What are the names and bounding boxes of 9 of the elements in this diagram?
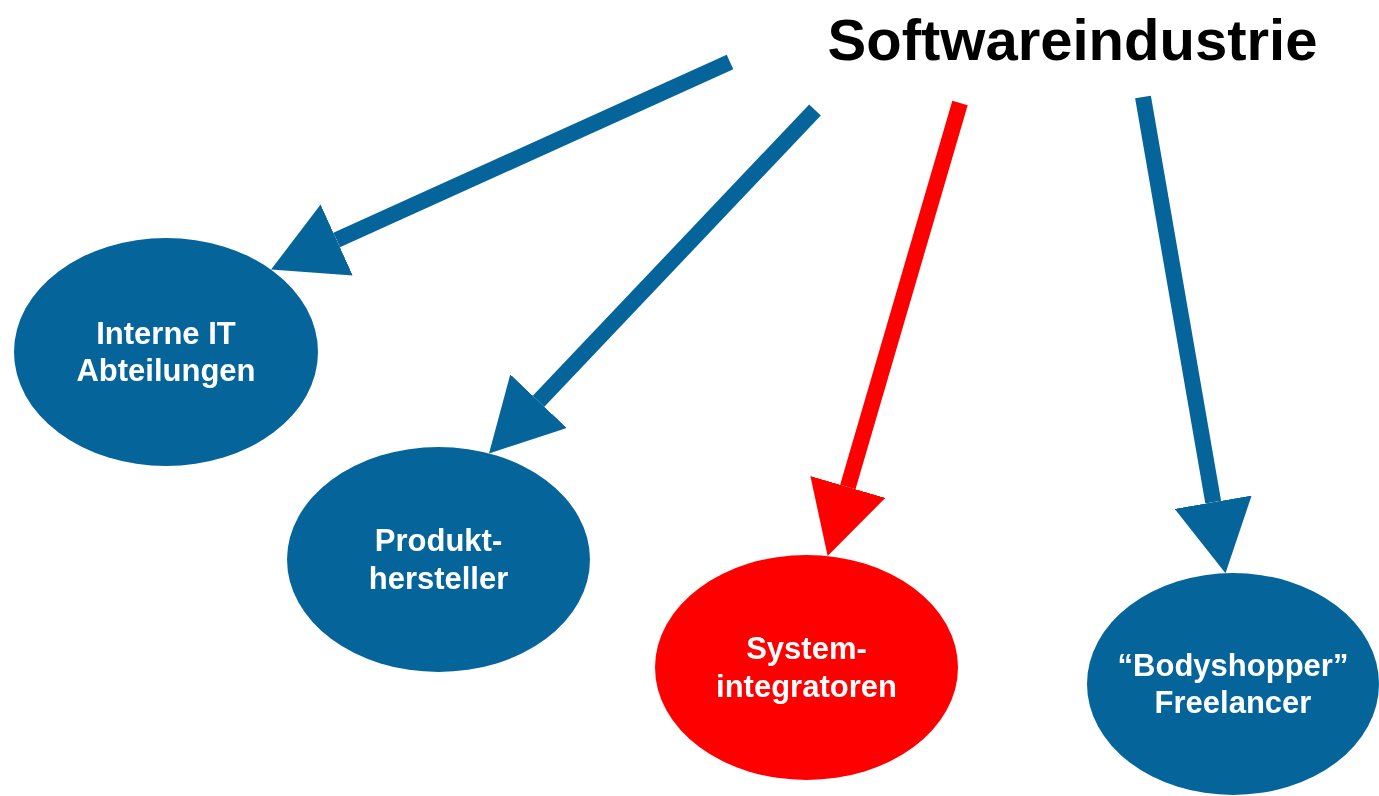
- block-arrow: [810, 100, 968, 557]
- block-arrow: [489, 104, 821, 454]
- node-label: System- integratoren: [715, 630, 898, 705]
- block-arrow: [1135, 95, 1252, 574]
- node-label: Produkt- hersteller: [367, 522, 510, 597]
- block-arrow: [271, 54, 734, 276]
- node-label: Interne IT Abteilungen: [75, 314, 257, 390]
- node-label: “Bodyshopper” Freelancer: [1116, 646, 1350, 722]
- heading-text: Softwareindustrie: [795, 4, 1350, 76]
